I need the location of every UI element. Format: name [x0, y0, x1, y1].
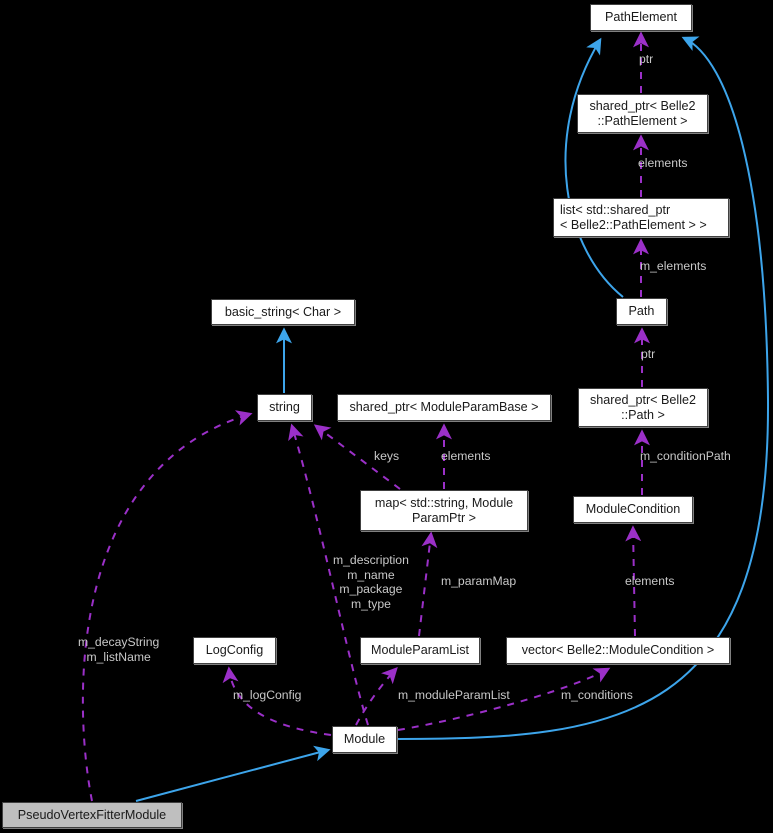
- edge-inherit-pseudovertexfitter-module: [135, 745, 331, 802]
- edge-label-ptr-pathelement: ptr: [639, 52, 654, 66]
- edge-label-m-elements: m_elements: [640, 259, 707, 273]
- edge-m-parammap: [418, 531, 438, 637]
- edge-label-module-string-fields: m_description m_name m_package m_type: [333, 553, 409, 611]
- edge-label-m-parammap: m_paramMap: [441, 574, 517, 588]
- node-shared-ptr-pathelement[interactable]: shared_ptr< Belle2 ::PathElement >: [577, 94, 708, 133]
- node-pseudovertexfittermodule[interactable]: PseudoVertexFitterModule: [2, 802, 182, 828]
- node-module[interactable]: Module: [332, 726, 397, 753]
- edge-label-m-conditionpath: m_conditionPath: [640, 449, 731, 463]
- edge-label-ptr-path: ptr: [641, 347, 656, 361]
- edge-label-m-moduleparamlist: m_moduleParamList: [398, 688, 510, 702]
- edge-label-m-conditions: m_conditions: [561, 688, 633, 702]
- node-modulecondition[interactable]: ModuleCondition: [573, 496, 693, 523]
- edge-label-elements-modulecondition: elements: [625, 574, 675, 588]
- edge-label-elements-moduleparambase: elements: [441, 449, 491, 463]
- node-string[interactable]: string: [257, 394, 312, 421]
- node-basic-string[interactable]: basic_string< Char >: [211, 299, 355, 325]
- node-shared-ptr-moduleparambase[interactable]: shared_ptr< ModuleParamBase >: [337, 394, 551, 421]
- node-list-shared-ptr-pathelement[interactable]: list< std::shared_ptr < Belle2::PathElem…: [553, 198, 729, 237]
- node-logconfig[interactable]: LogConfig: [193, 637, 276, 664]
- edge-label-decaystring-listname: m_decayString m_listName: [78, 635, 160, 664]
- node-moduleparamlist[interactable]: ModuleParamList: [360, 637, 480, 664]
- node-path[interactable]: Path: [616, 298, 667, 325]
- edge-inherit-path-pathelement: [564, 37, 624, 298]
- edge-label-elements-sharedptr: elements: [638, 156, 688, 170]
- node-map-string-moduleparamptr[interactable]: map< std::string, Module ParamPtr >: [360, 490, 528, 531]
- edge-label-m-logconfig: m_logConfig: [233, 688, 302, 702]
- edge-decaystring-string: [81, 410, 253, 802]
- node-shared-ptr-path[interactable]: shared_ptr< Belle2 ::Path >: [578, 388, 708, 427]
- edge-label-keys: keys: [374, 449, 400, 463]
- node-pathelement[interactable]: PathElement: [590, 4, 692, 31]
- node-vector-modulecondition[interactable]: vector< Belle2::ModuleCondition >: [506, 637, 730, 664]
- edge-m-moduleparamlist: [355, 667, 398, 726]
